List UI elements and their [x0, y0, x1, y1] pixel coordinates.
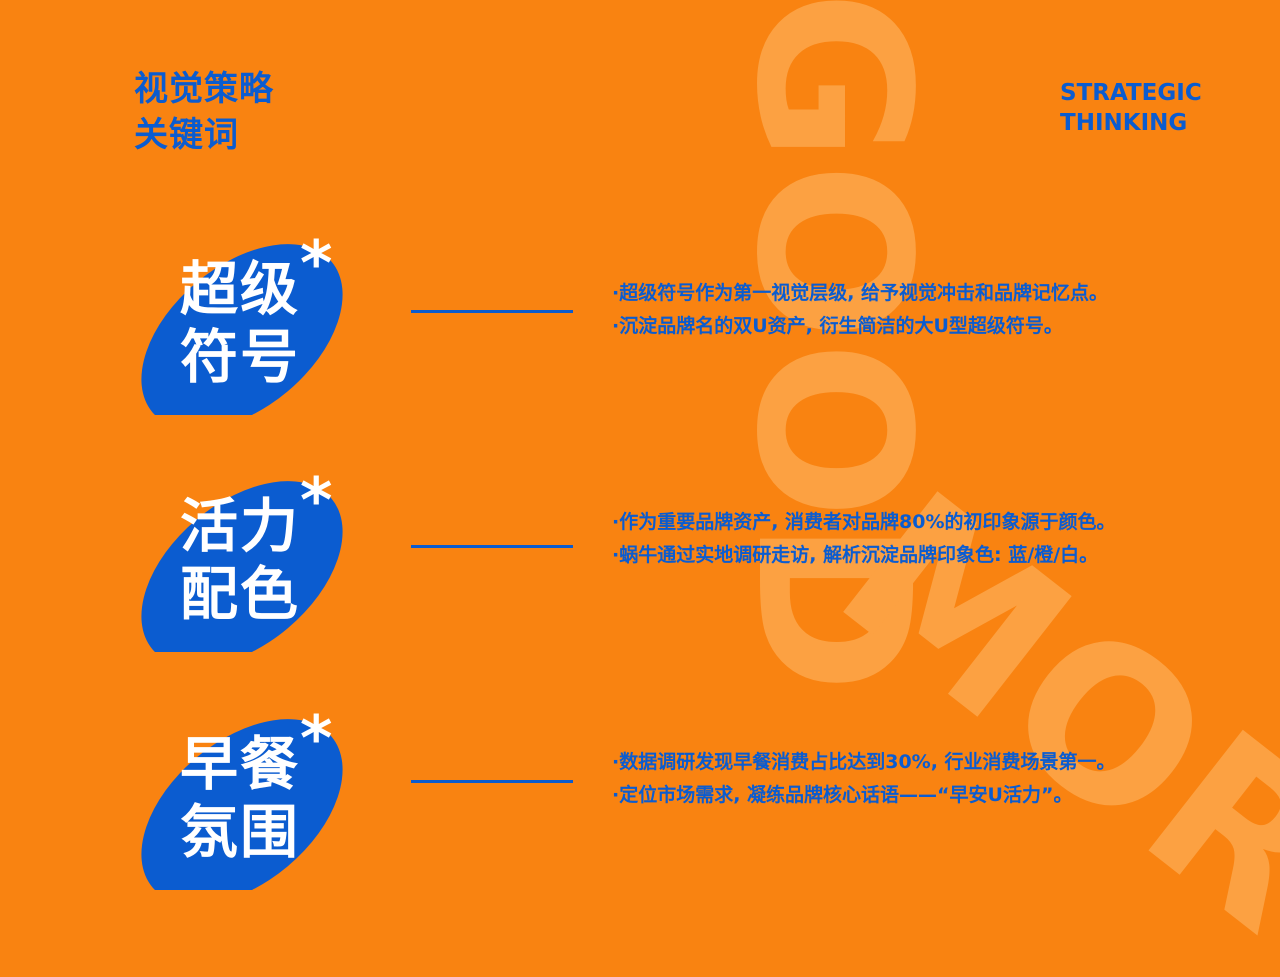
page-title-line1: 视觉策略 — [134, 69, 274, 109]
connector-line — [411, 310, 573, 313]
description-line: ·沉淀品牌名的双U资产, 衍生简洁的大U型超级符号。 — [612, 315, 1063, 337]
description-line: ·超级符号作为第一视觉层级, 给予视觉冲击和品牌记忆点。 — [612, 282, 1109, 304]
description-line: ·作为重要品牌资产, 消费者对品牌80%的初印象源于颜色。 — [612, 511, 1116, 533]
page-subtitle-en: STRATEGIC THINKING — [1060, 78, 1202, 138]
page-subtitle-line2: THINKING — [1060, 110, 1188, 136]
asterisk-icon: * — [300, 702, 333, 775]
keyword-badge — [130, 472, 355, 652]
keyword-row-vibrant-colors: 活力 配色 * ·作为重要品牌资产, 消费者对品牌80%的初印象源于颜色。 ·蜗… — [0, 462, 1280, 662]
asterisk-icon: * — [300, 464, 333, 537]
keyword-row-super-symbol: 超级 符号 * ·超级符号作为第一视觉层级, 给予视觉冲击和品牌记忆点。 ·沉淀… — [0, 225, 1280, 425]
keyword-label-line1: 早餐 — [180, 730, 301, 798]
description-line: ·数据调研发现早餐消费占比达到30%, 行业消费场景第一。 — [612, 751, 1116, 773]
page-subtitle-line1: STRATEGIC — [1060, 80, 1202, 106]
keyword-description: ·作为重要品牌资产, 消费者对品牌80%的初印象源于颜色。 ·蜗牛通过实地调研走… — [612, 506, 1116, 572]
keyword-label-line2: 氛围 — [180, 798, 301, 866]
keyword-badge — [130, 235, 355, 415]
description-line: ·定位市场需求, 凝练品牌核心话语——“早安U活力”。 — [612, 784, 1073, 806]
keyword-label: 超级 符号 — [180, 255, 300, 391]
oval-shape — [141, 719, 343, 890]
page-title-line2: 关键词 — [134, 115, 239, 155]
page-title: 视觉策略 关键词 — [134, 66, 274, 158]
connector-line — [411, 545, 573, 548]
oval-shape — [141, 481, 343, 652]
keyword-row-breakfast-mood: 早餐 氛围 * ·数据调研发现早餐消费占比达到30%, 行业消费场景第一。 ·定… — [0, 700, 1280, 900]
description-line: ·蜗牛通过实地调研走访, 解析沉淀品牌印象色: 蓝/橙/白。 — [612, 544, 1099, 566]
keyword-label-line2: 符号 — [180, 323, 301, 391]
keyword-badge — [130, 710, 355, 890]
keyword-label: 早餐 氛围 — [180, 730, 300, 866]
oval-shape — [141, 244, 343, 415]
keyword-label-line1: 超级 — [180, 255, 301, 323]
keyword-description: ·超级符号作为第一视觉层级, 给予视觉冲击和品牌记忆点。 ·沉淀品牌名的双U资产… — [612, 277, 1108, 343]
keyword-label: 活力 配色 — [180, 492, 300, 628]
keyword-label-line2: 配色 — [180, 560, 301, 628]
keyword-description: ·数据调研发现早餐消费占比达到30%, 行业消费场景第一。 ·定位市场需求, 凝… — [612, 746, 1116, 812]
keyword-label-line1: 活力 — [180, 492, 301, 560]
connector-line — [411, 780, 573, 783]
asterisk-icon: * — [300, 227, 333, 300]
